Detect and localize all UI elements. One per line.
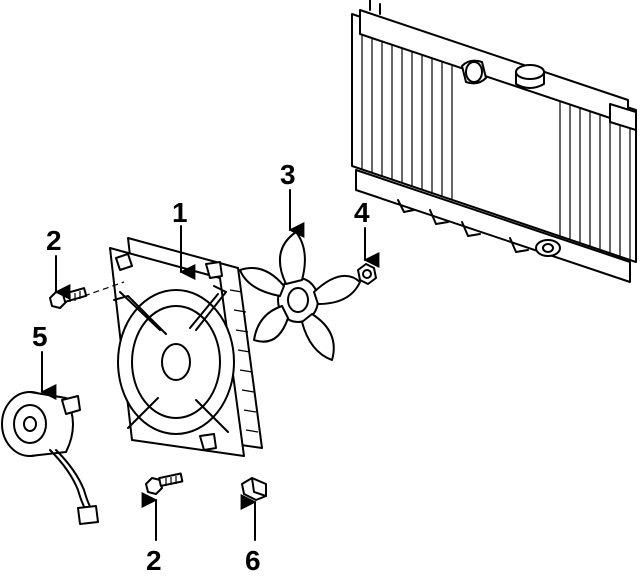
bolt-lower xyxy=(145,472,184,495)
callout-2-bolt-upper: 2 xyxy=(46,225,62,256)
callout-arrows xyxy=(40,189,380,541)
nut xyxy=(357,263,377,285)
callout-6-clip: 6 xyxy=(245,545,261,576)
callout-1-shroud: 1 xyxy=(172,197,188,228)
callout-3-fan-blade: 3 xyxy=(280,159,296,190)
fan-shroud xyxy=(83,237,263,457)
fan-blade xyxy=(239,231,361,361)
fan-motor xyxy=(1,391,99,525)
clip xyxy=(241,477,267,501)
radiator xyxy=(351,0,637,283)
callout-5-fan-motor: 5 xyxy=(32,321,48,352)
callout-2-bolt-lower: 2 xyxy=(146,545,162,576)
callout-4-nut: 4 xyxy=(354,197,370,228)
